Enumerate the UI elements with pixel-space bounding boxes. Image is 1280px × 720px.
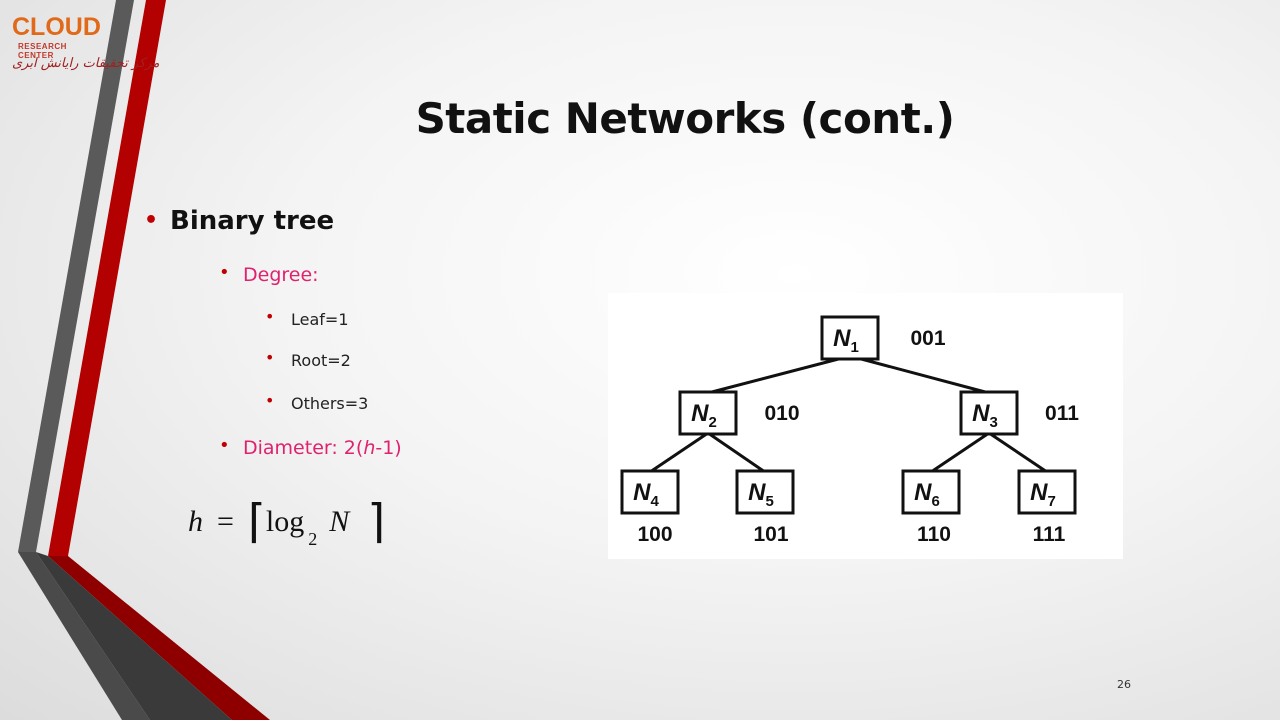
bullet-text: Degree:: [243, 264, 319, 286]
bullet-dot-icon: •: [265, 348, 275, 367]
bullet-dot-icon: •: [265, 391, 275, 410]
logo-word: CLOUD: [12, 13, 101, 41]
tree-node-subscript: 6: [932, 493, 940, 510]
tree-node-code: 011: [1045, 402, 1079, 425]
tree-node-box: [959, 390, 1019, 436]
formula-arg: N: [329, 505, 350, 538]
logo-persian-text: مرکز تحقیقات رایانش ابری: [12, 56, 160, 71]
tree-edge-N1-N2: [707, 354, 851, 395]
tree-node-code: 110: [917, 523, 951, 546]
bullet-binary-tree: • Binary tree: [144, 206, 335, 236]
bullet-dot-icon: •: [265, 307, 275, 326]
ceil-right-icon: ⌉: [367, 496, 386, 547]
tree-edge-N3-N7: [988, 431, 1048, 474]
tree-node-N4: N4 100: [620, 469, 680, 546]
logo-subtitle: RESEARCH CENTER: [18, 42, 67, 60]
bullet-dot-icon: •: [219, 435, 230, 456]
tree-node-label: N4: [633, 479, 659, 510]
formula-equals: =: [217, 505, 234, 538]
tree-node-code: 111: [1033, 523, 1066, 546]
tree-edge-N3-N6: [930, 431, 990, 474]
bullet-dot-icon: •: [144, 208, 159, 233]
tree-node-subscript: 3: [990, 414, 998, 431]
stripe-dark-lower: [36, 552, 232, 720]
slide-title: Static Networks (cont.): [415, 94, 955, 143]
tree-node-subscript: 5: [766, 493, 774, 510]
tree-node-box: [735, 469, 795, 515]
tree-node-code: 101: [753, 523, 788, 546]
ceil-left-icon: ⌈: [247, 496, 266, 547]
tree-edge-N2-N4: [649, 431, 709, 474]
cloud-research-center-logo: CLOUD RESEARCH CENTER مرکز تحقیقات رایان…: [6, 10, 159, 80]
tree-node-subscript: 2: [709, 414, 717, 431]
tree-edge-N2-N5: [707, 431, 766, 474]
bullet-text: Leaf=1: [291, 310, 349, 329]
tree-node-subscript: 1: [851, 339, 859, 356]
page-number: 26: [1117, 678, 1131, 691]
tree-node-box: [1017, 469, 1077, 515]
bullet-text: Diameter: 2(h-1): [243, 437, 402, 459]
bullet-leaf: • Leaf=1: [265, 307, 349, 329]
bullet-root: • Root=2: [265, 348, 351, 370]
bullet-text: Binary tree: [170, 206, 335, 236]
stripe-gray-upper: [18, 0, 134, 552]
tree-node-code: 010: [764, 402, 799, 425]
tree-node-code: 001: [910, 327, 945, 350]
formula-log: log: [265, 505, 305, 538]
formula-base: 2: [308, 529, 318, 549]
tree-node-subscript: 4: [651, 493, 660, 510]
bullet-degree: • Degree:: [219, 262, 319, 286]
tree-node-box: [901, 469, 961, 515]
tree-node-box: [620, 469, 680, 515]
stripe-red-upper: [48, 0, 166, 556]
bullet-others: • Others=3: [265, 391, 369, 413]
stripe-gray-lower: [18, 552, 150, 720]
bullet-text: Root=2: [291, 351, 351, 370]
tree-node-subscript: 7: [1048, 493, 1056, 510]
tree-node-code: 100: [637, 523, 672, 546]
tree-node-box: [820, 315, 880, 361]
tree-node-box: [678, 390, 738, 436]
bullet-text: Others=3: [291, 394, 369, 413]
height-formula: h = ⌈log2N ⌉: [188, 488, 385, 549]
formula-lhs: h: [188, 505, 203, 538]
bullet-diameter: • Diameter: 2(h-1): [219, 435, 402, 459]
stripe-red-lower: [48, 556, 270, 720]
bullet-dot-icon: •: [219, 262, 230, 283]
tree-edge-N1-N3: [849, 354, 990, 395]
